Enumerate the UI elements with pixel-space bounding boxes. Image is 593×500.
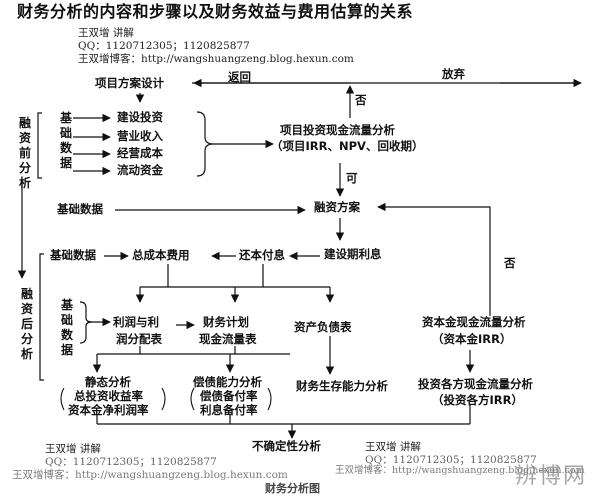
lecturer-name-bl: 王双增 讲解 — [45, 443, 101, 455]
figure-caption: 财务分析图 — [265, 482, 320, 495]
inputs-brace — [196, 111, 214, 177]
node-plan-line2: 现金流量表 — [199, 332, 257, 346]
node-investors-cf-metric: （投资各方IRR） — [432, 393, 523, 407]
paren-solvency-right — [267, 387, 272, 411]
post-financing-bracket — [39, 253, 44, 381]
node-static-line2: 总投资收益率 — [74, 389, 143, 403]
node-solvency: 偿债能力分析 — [193, 375, 262, 389]
node-working-capital: 流动资金 — [117, 163, 163, 177]
loop-no-right — [377, 202, 491, 316]
node-invest-cf: 项目投资现金流量分析 — [280, 123, 395, 137]
lecturer-name-br: 王双增 讲解 — [365, 441, 421, 453]
node-project-design: 项目方案设计 — [95, 76, 164, 90]
node-static-line3: 资本金净利润率 — [68, 403, 149, 417]
side-label-post-financing: 融资后分析 — [20, 287, 33, 361]
label-return: 返回 — [228, 70, 251, 84]
label-no-top: 否 — [355, 93, 367, 107]
paren-solvency-left — [190, 387, 195, 411]
pre-financing-bracket — [37, 112, 42, 179]
node-uncertainty: 不确定性分析 — [252, 439, 321, 453]
node-profit-line2: 润分配表 — [116, 332, 162, 346]
watermark-logo: 辨博网 — [515, 464, 588, 489]
node-financing: 融资方案 — [314, 200, 360, 214]
node-capital-cf: 资本金现金流量分析 — [422, 315, 526, 329]
node-basic-data-3: 基础数据 — [61, 298, 74, 357]
node-construction-interest: 建设期利息 — [324, 247, 382, 261]
node-basic-data-1: 基础数据 — [57, 202, 103, 216]
basic3-brace — [79, 301, 93, 344]
side-label-basis: 基础数据 — [59, 111, 72, 170]
node-profit: 利润与利 — [113, 315, 159, 329]
paren-static-left — [60, 387, 65, 411]
lecturer-qq-bl: QQ：1120712305；1120825877 — [45, 456, 217, 468]
node-invest-cf-metrics: （项目IRR、NPV、回收期） — [271, 139, 424, 153]
node-investors-cf: 投资各方现金流量分析 — [418, 377, 533, 391]
lecturer-qq: QQ：1120712305；1120825877 — [78, 40, 250, 52]
node-solvency-line3: 利息备付率 — [200, 403, 258, 417]
node-revenue: 营业收入 — [117, 129, 163, 143]
label-yes: 可 — [346, 171, 358, 185]
node-static: 静态分析 — [85, 375, 131, 389]
label-abandon: 放弃 — [442, 67, 465, 81]
node-repayment: 还本付息 — [239, 248, 285, 262]
node-survival: 财务生存能力分析 — [296, 379, 388, 393]
lecturer-name: 王双增 讲解 — [78, 27, 134, 39]
node-plan: 财务计划 — [203, 315, 249, 329]
node-capital-cf-metric: （资本金IRR） — [432, 332, 512, 346]
paren-static-right — [161, 387, 166, 411]
node-cost: 经营成本 — [117, 146, 163, 160]
lecturer-blog-bl: 王双增博客：http://wangshuangzeng.blog.hexun.c… — [12, 469, 288, 481]
node-basic-data-2: 基础数据 — [50, 248, 96, 262]
side-label-pre-financing: 融资前分析 — [18, 116, 31, 190]
lecturer-blog-br: 王双增博客：http://wangshuangzeng.blog.hexun.c… — [335, 465, 585, 476]
label-no-right: 否 — [504, 256, 516, 270]
node-solvency-line2: 偿债备付率 — [200, 389, 258, 403]
lecturer-blog: 王双增博客：http://wangshuangzeng.blog.hexun.c… — [78, 53, 354, 65]
node-total-cost: 总成本费用 — [132, 248, 190, 262]
node-invest: 建设投资 — [117, 110, 163, 124]
lecturer-qq-br: QQ：1120712305；1120825877 — [365, 454, 537, 466]
page-title: 财务分析的内容和步骤以及财务效益与费用估算的关系 — [17, 2, 414, 21]
node-balance: 资产负债表 — [294, 320, 352, 334]
